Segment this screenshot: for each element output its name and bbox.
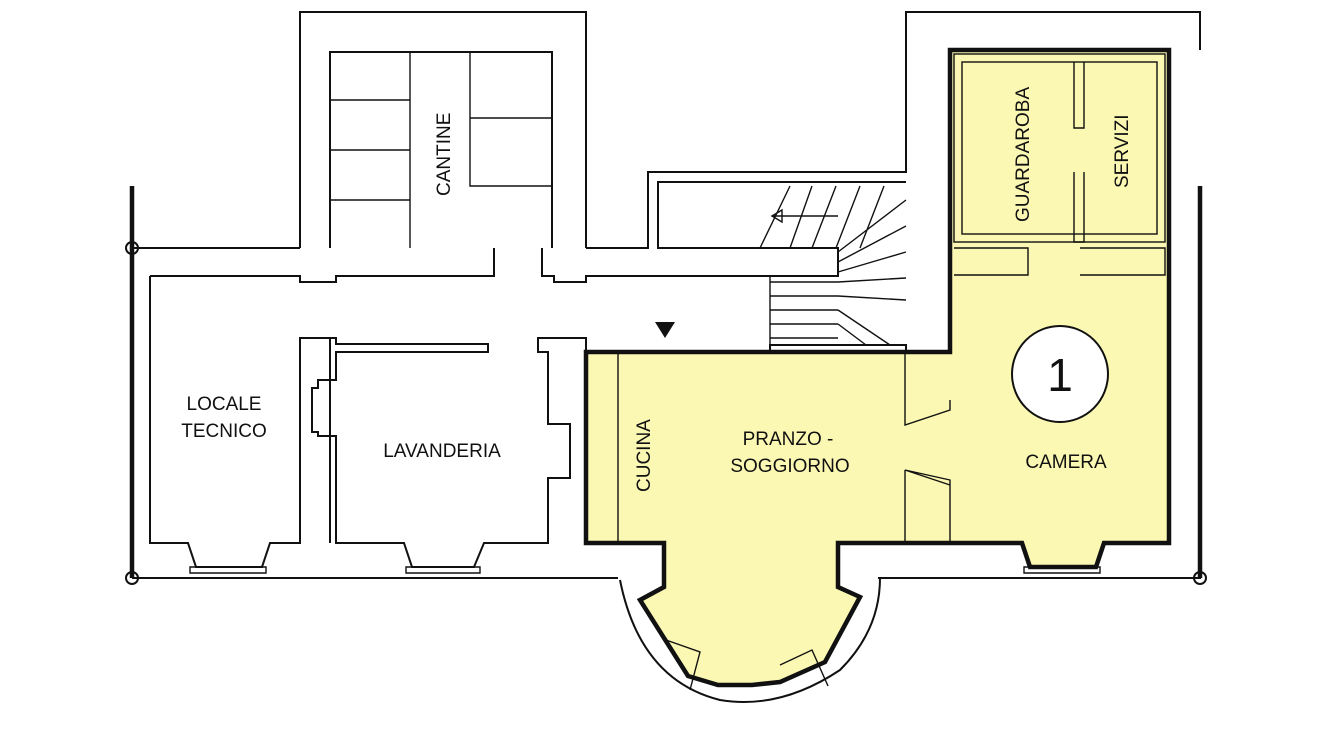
apartment-fill: [586, 50, 1169, 685]
room-label-cucina: CUCINA: [634, 419, 655, 492]
entrance-arrow-icon: [655, 322, 675, 338]
apartment-outline: [583, 47, 1172, 688]
stair-arrow-icon: [770, 208, 783, 224]
bay-window-arc: [619, 577, 881, 703]
guardaroba-servizi-block: [953, 53, 1166, 243]
unit-number: 1: [1047, 349, 1073, 401]
apartment-unit-1[interactable]: [583, 47, 1172, 703]
corner-marker: [125, 571, 139, 585]
room-label-pranzo-line1: PRANZO -: [743, 429, 834, 450]
room-label-pranzo-line2: SOGGIORNO: [730, 456, 849, 477]
guardaroba-servizi-inner: [961, 61, 1158, 235]
room-label-locale-line2: TECNICO: [181, 421, 267, 442]
room-label-lavanderia: LAVANDERIA: [383, 441, 501, 462]
wardrobe-walls: [954, 62, 1166, 276]
corner-marker: [125, 241, 139, 255]
corner-marker: [1193, 571, 1207, 585]
room-label-guardaroba: GUARDAROBA: [1013, 87, 1034, 222]
bay-window-inner: [665, 639, 829, 691]
camera-partition: [904, 354, 951, 541]
room-label-locale-line1: LOCALE: [187, 394, 262, 415]
room-label-servizi: SERVIZI: [1112, 114, 1133, 188]
room-label-camera: CAMERA: [1025, 452, 1107, 473]
room-label-cantine: CANTINE: [434, 113, 455, 196]
unit-number-circle: 1: [1011, 325, 1109, 423]
